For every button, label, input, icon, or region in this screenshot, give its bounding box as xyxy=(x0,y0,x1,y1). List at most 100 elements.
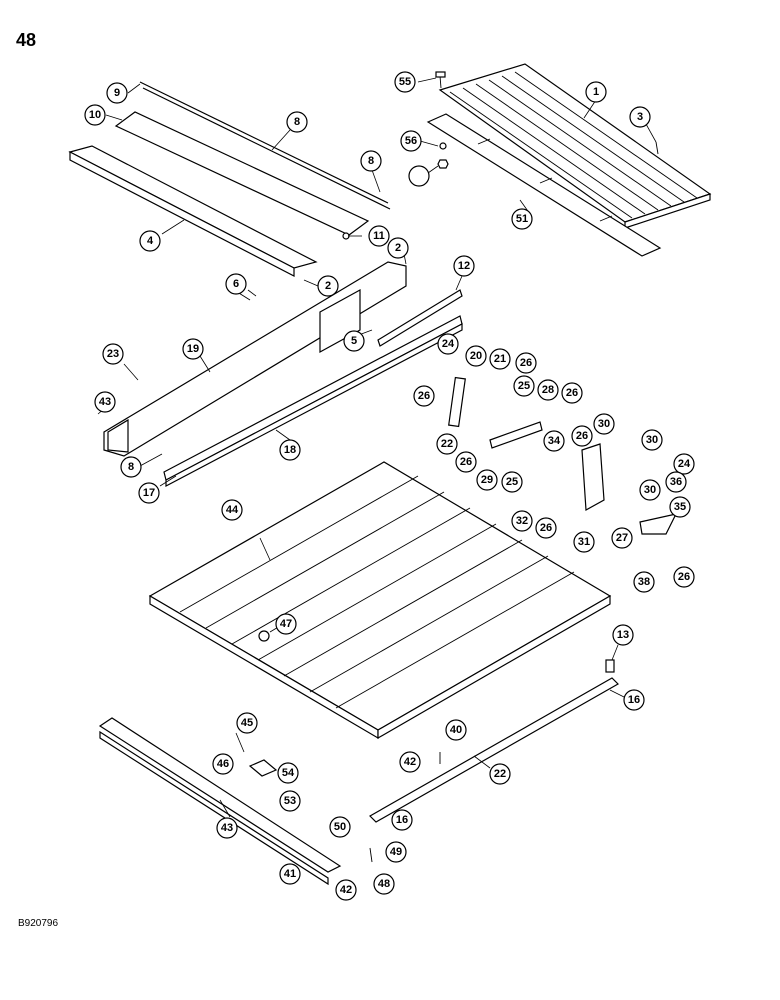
callout-part-55: 56 xyxy=(400,130,422,152)
svg-text:24: 24 xyxy=(678,458,691,470)
svg-text:26: 26 xyxy=(566,387,578,399)
callout-part-26-b: 26 xyxy=(561,382,583,404)
callout-part-43: 43 xyxy=(94,391,116,413)
document-code: B920796 xyxy=(18,918,59,929)
callout-part-39: 41 xyxy=(279,863,301,885)
svg-text:43: 43 xyxy=(99,396,111,408)
callout-part-51: 51 xyxy=(511,208,533,230)
callout-part-6: 6 xyxy=(225,273,247,295)
washer-part-55 xyxy=(439,142,447,150)
bar-part-27 xyxy=(489,421,543,449)
callout-part-27: 28 xyxy=(537,379,559,401)
callout-part-1: 1 xyxy=(585,81,607,103)
svg-text:3: 3 xyxy=(637,111,643,123)
svg-text:26: 26 xyxy=(576,430,588,442)
callout-part-21: 20 xyxy=(465,345,487,367)
svg-text:26: 26 xyxy=(678,571,690,583)
callout-part-26-f: 26 xyxy=(535,517,557,539)
svg-text:13: 13 xyxy=(617,629,629,641)
svg-text:45: 45 xyxy=(241,717,253,729)
callout-part-26-e: 26 xyxy=(571,425,593,447)
callout-part-46: 46 xyxy=(212,753,234,775)
channel-part-18 xyxy=(163,315,463,487)
callout-part-26-a: 26 xyxy=(515,352,537,374)
bolt-part-48 xyxy=(369,847,373,863)
svg-text:4: 4 xyxy=(147,235,154,247)
svg-text:21: 21 xyxy=(494,353,506,365)
callout-part-48: 48 xyxy=(373,873,395,895)
svg-text:34: 34 xyxy=(548,435,561,447)
callout-part-8-top: 8 xyxy=(360,150,382,172)
svg-text:18: 18 xyxy=(284,444,296,456)
callout-part-25-mid: 25 xyxy=(501,471,523,493)
svg-text:22: 22 xyxy=(494,768,506,780)
svg-text:6: 6 xyxy=(233,278,239,290)
callout-part-3: 3 xyxy=(629,106,651,128)
svg-text:54: 54 xyxy=(282,767,295,779)
callout-part-5: 5 xyxy=(343,330,365,352)
svg-text:30: 30 xyxy=(644,484,656,496)
svg-text:42: 42 xyxy=(404,756,416,768)
nut-part-56 xyxy=(437,159,449,169)
svg-text:32: 32 xyxy=(516,515,528,527)
callout-part-10: 10 xyxy=(84,104,106,126)
svg-text:44: 44 xyxy=(226,504,239,516)
plate-part-45 xyxy=(248,759,278,777)
callout-part-19: 19 xyxy=(182,338,204,360)
svg-text:11: 11 xyxy=(373,230,385,242)
callout-part-18: 18 xyxy=(279,439,301,461)
svg-text:31: 31 xyxy=(578,536,590,548)
side-rail-part-19 xyxy=(103,261,407,457)
callout-part-25-bottom: 26 xyxy=(673,566,695,588)
svg-text:50: 50 xyxy=(334,821,346,833)
svg-text:46: 46 xyxy=(217,758,229,770)
callout-part-31: 32 xyxy=(511,510,533,532)
callout-part-35: 38 xyxy=(633,571,655,593)
frame-part-44 xyxy=(148,461,612,740)
svg-text:25: 25 xyxy=(518,380,530,392)
callout-part-2-left: 2 xyxy=(317,275,339,297)
svg-text:19: 19 xyxy=(187,343,199,355)
svg-text:26: 26 xyxy=(520,357,532,369)
callout-part-29: 30 xyxy=(593,413,615,435)
callout-part-23: 23 xyxy=(102,343,124,365)
svg-text:26: 26 xyxy=(540,522,552,534)
svg-text:30: 30 xyxy=(646,434,658,446)
bolt-part-54 xyxy=(435,71,446,89)
callout-part-2-right: 2 xyxy=(387,237,409,259)
bracket-part-29 xyxy=(581,443,605,511)
svg-text:29: 29 xyxy=(481,474,493,486)
callout-part-22-top: 21 xyxy=(489,348,511,370)
callout-part-30-top: 30 xyxy=(641,429,663,451)
svg-text:41: 41 xyxy=(284,868,296,880)
svg-text:55: 55 xyxy=(399,76,411,88)
rod-part-20 xyxy=(369,677,619,823)
callout-part-40: 42 xyxy=(399,751,421,773)
svg-text:16: 16 xyxy=(396,814,408,826)
bracket-part-34 xyxy=(639,513,678,535)
svg-text:12: 12 xyxy=(458,260,470,272)
svg-text:10: 10 xyxy=(89,109,101,121)
callout-part-42: 43 xyxy=(216,817,238,839)
channel-lip-part-42 xyxy=(99,730,329,886)
callout-part-30-mid: 30 xyxy=(639,479,661,501)
link-arm-part-21 xyxy=(448,376,466,428)
callout-part-47: 47 xyxy=(275,613,297,635)
svg-text:28: 28 xyxy=(542,384,554,396)
svg-text:20: 20 xyxy=(470,350,482,362)
floor-panel-part-1 xyxy=(438,63,712,229)
svg-text:16: 16 xyxy=(628,694,640,706)
svg-text:1: 1 xyxy=(593,86,599,98)
callout-part-45: 45 xyxy=(236,712,258,734)
callout-part-49: 49 xyxy=(385,841,407,863)
svg-text:22: 22 xyxy=(441,438,453,450)
channel-part-42 xyxy=(98,717,342,873)
strip-part-7 xyxy=(142,87,391,210)
callout-part-36: 36 xyxy=(665,471,687,493)
svg-text:2: 2 xyxy=(395,242,401,254)
svg-text:56: 56 xyxy=(405,135,417,147)
callout-part-56 xyxy=(408,165,430,187)
callout-part-4: 4 xyxy=(139,230,161,252)
svg-text:17: 17 xyxy=(143,487,155,499)
